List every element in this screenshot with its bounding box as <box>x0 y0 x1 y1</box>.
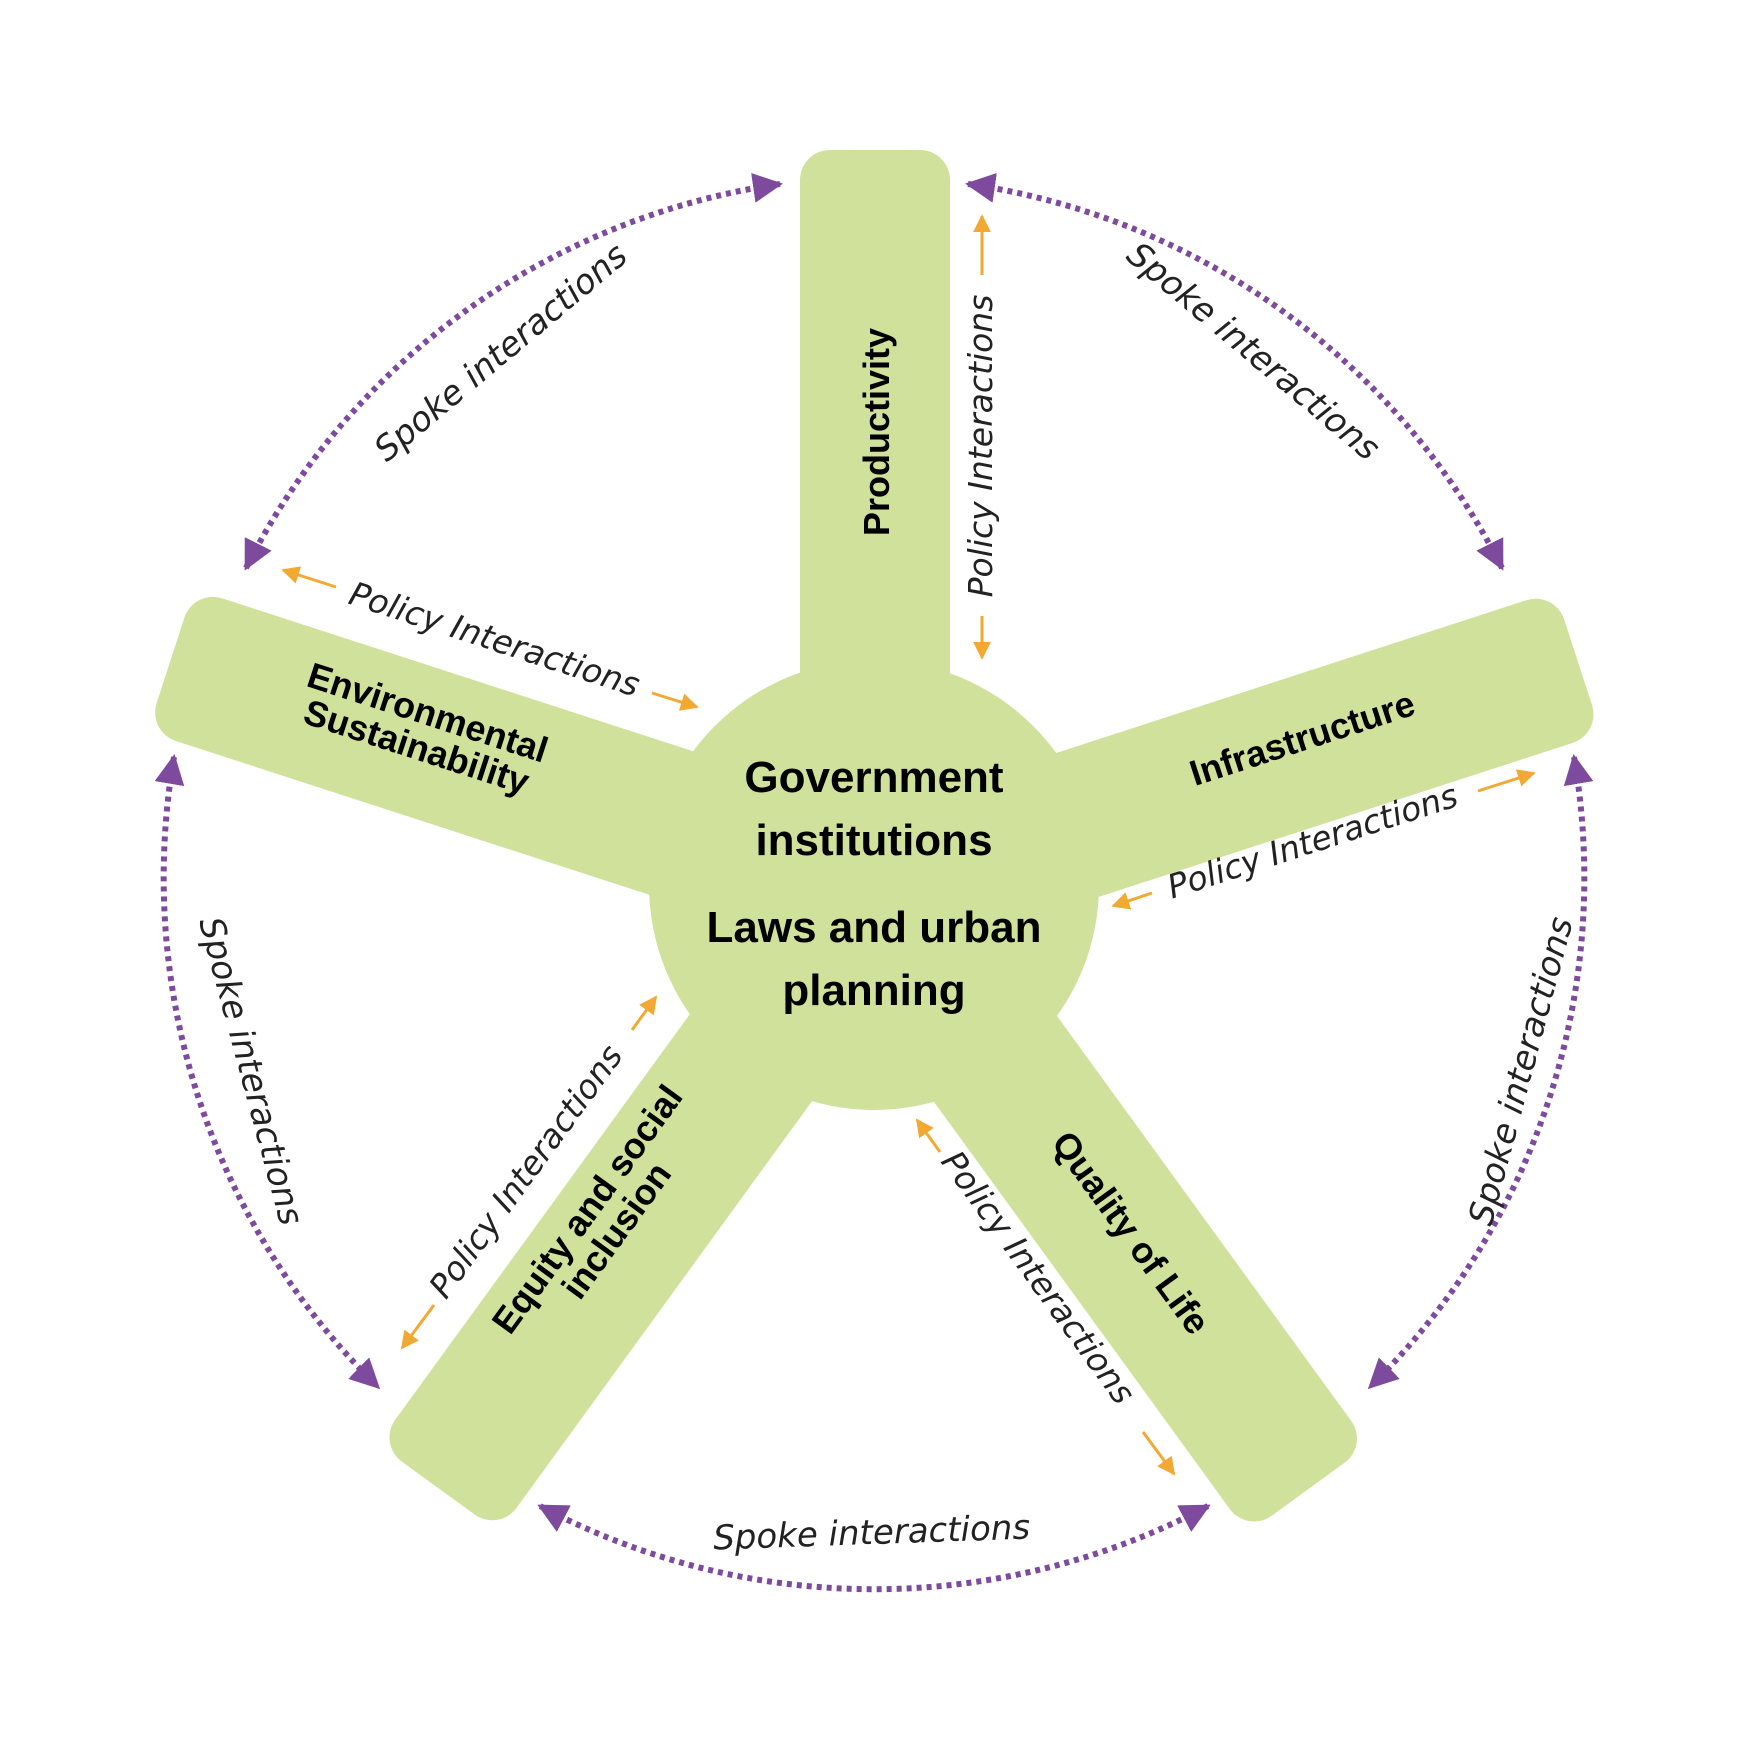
spoke-interactions-label-left: Spoke interactions <box>190 913 311 1230</box>
hub-circle <box>649 660 1099 1110</box>
spoke-interactions-label-right: Spoke interactions <box>1461 913 1582 1230</box>
policy-interaction-arrows <box>281 214 1536 1476</box>
spoke-arrow-left <box>154 754 381 1390</box>
label-productivity: Productivity <box>856 328 897 536</box>
hub-subtitle-line1: Laws and urban <box>707 903 1042 952</box>
spoke-arrow-top-left <box>243 173 783 571</box>
policy-arrow-quality-top <box>915 1118 942 1153</box>
spoke-arrow-right <box>1367 754 1594 1390</box>
hub-subtitle-line2: planning <box>782 966 965 1015</box>
policy-arrow-environment-right <box>651 691 699 711</box>
policy-arrow-quality-bottom <box>1141 1431 1176 1476</box>
hub-title-line2: institutions <box>755 816 992 865</box>
policy-arrow-environment-left <box>281 566 337 589</box>
spoke-interactions-label-top-left: Spoke interactions <box>367 235 636 469</box>
policy-arrow-infrastructure-left <box>1111 891 1153 910</box>
policy-interactions-label-productivity: Policy Interactions <box>961 295 1000 598</box>
spoke-arrow-bottom <box>537 1503 1211 1593</box>
hub-title-line1: Government <box>744 753 1004 802</box>
spoke-arrow-top-right <box>965 173 1505 571</box>
policy-arrow-equity-top <box>630 995 658 1031</box>
spoke-interactions-label-top-right: Spoke interactions <box>1119 234 1388 468</box>
spoke-interaction-arrows <box>154 173 1594 1593</box>
spoke-interactions-label-bottom: Spoke interactions <box>713 1507 1031 1558</box>
policy-arrow-equity-bottom <box>400 1304 436 1350</box>
policy-arrow-infrastructure-right <box>1477 769 1536 793</box>
